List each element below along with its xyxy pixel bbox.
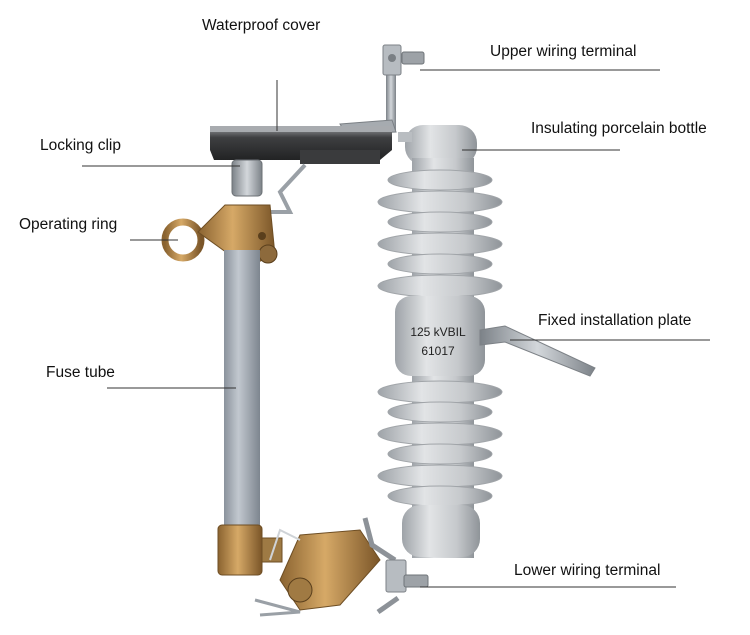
leader-lines (82, 69, 710, 588)
insulator-marking-line2: 61017 (421, 344, 455, 358)
installation-plate (479, 325, 596, 377)
label-operating-ring: Operating ring (19, 216, 118, 233)
lower-terminal-bracket (376, 559, 429, 615)
operating-ring (161, 204, 278, 264)
waterproof-cover (210, 126, 392, 164)
locking-clip (231, 159, 307, 214)
porcelain-insulator: 125 kVBIL 61017 (377, 125, 503, 558)
label-upper-wiring-terminal: Upper wiring terminal (490, 43, 637, 60)
insulator-marking-line1: 125 kVBIL (410, 325, 466, 339)
lower-fitting (217, 517, 397, 617)
label-insulating-porcelain-bottle: Insulating porcelain bottle (531, 120, 707, 137)
label-waterproof-cover: Waterproof cover (202, 17, 321, 34)
label-lower-wiring-terminal: Lower wiring terminal (514, 562, 661, 579)
upper-terminal-bracket (339, 44, 425, 135)
label-fixed-installation-plate: Fixed installation plate (538, 312, 692, 329)
label-fuse-tube: Fuse tube (46, 364, 115, 381)
fuse-tube (224, 250, 260, 530)
label-locking-clip: Locking clip (40, 137, 121, 154)
